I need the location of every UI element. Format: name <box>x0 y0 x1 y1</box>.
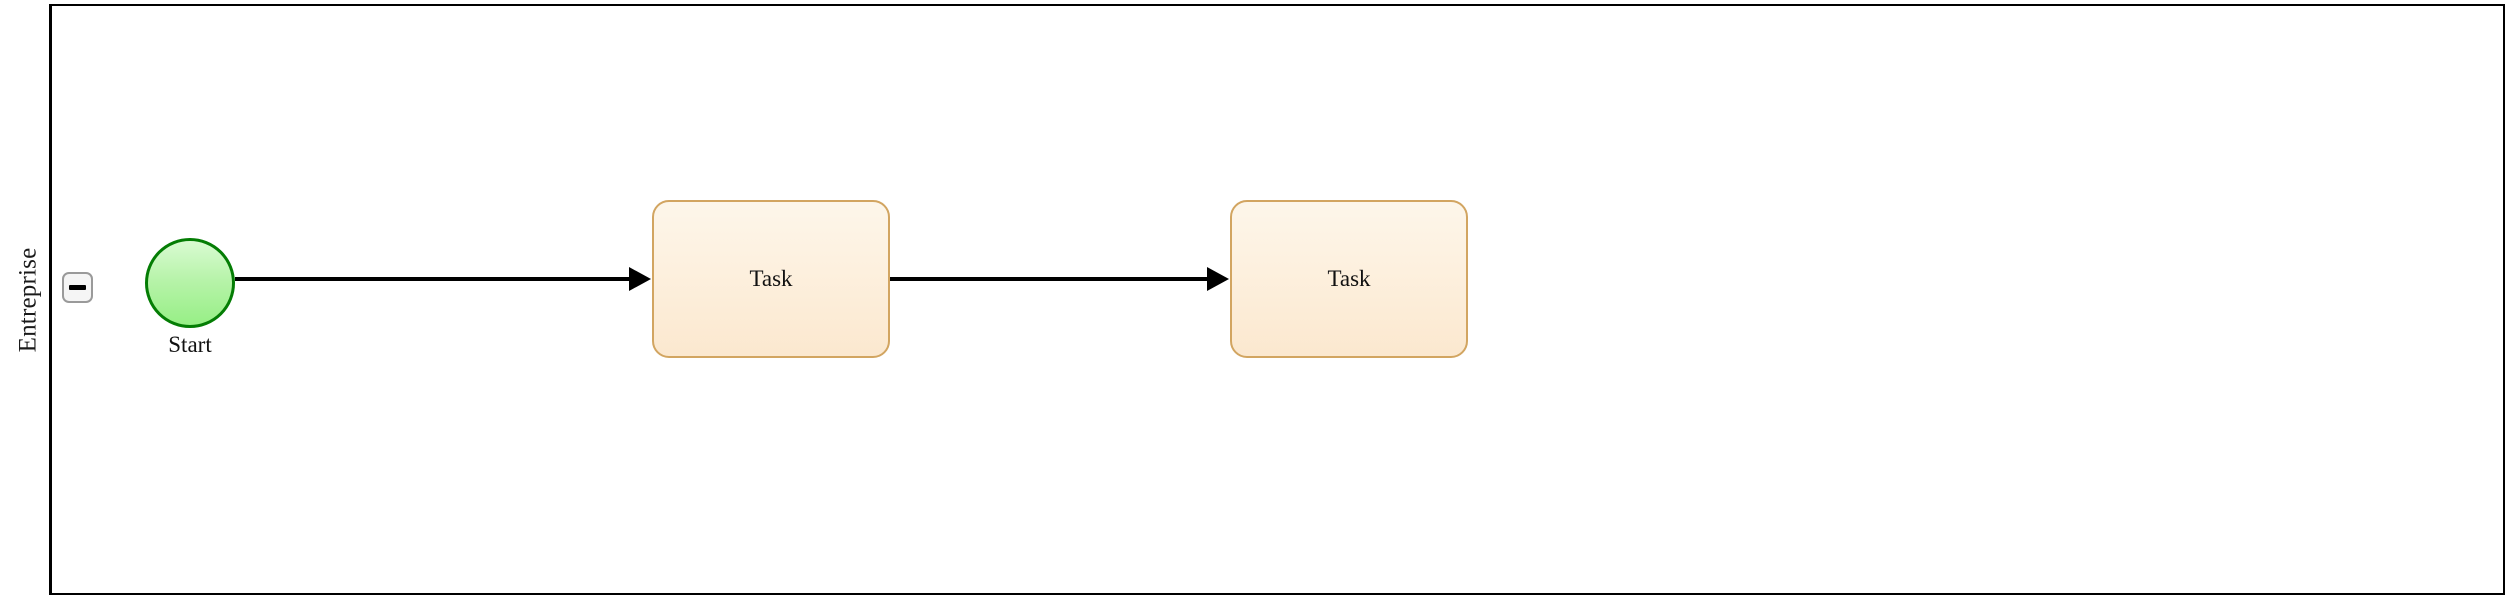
sequence-flow-task1-to-task2[interactable] <box>890 277 1212 281</box>
arrowhead-icon <box>629 267 651 291</box>
start-event-node[interactable] <box>145 238 235 328</box>
minus-icon <box>69 285 86 290</box>
start-event-label: Start <box>168 332 212 357</box>
task-label: Task <box>749 266 793 291</box>
sequence-flow-start-to-task1[interactable] <box>235 277 635 281</box>
arrowhead-icon <box>1207 267 1229 291</box>
task-node-2[interactable]: Task <box>1230 200 1468 358</box>
lane-title: Entreprise <box>14 247 42 352</box>
task-label: Task <box>1327 266 1371 291</box>
task-node-1[interactable]: Task <box>652 200 890 358</box>
lane-collapse-button[interactable] <box>62 272 93 303</box>
lane-header-entreprise[interactable]: Entreprise <box>8 4 52 595</box>
